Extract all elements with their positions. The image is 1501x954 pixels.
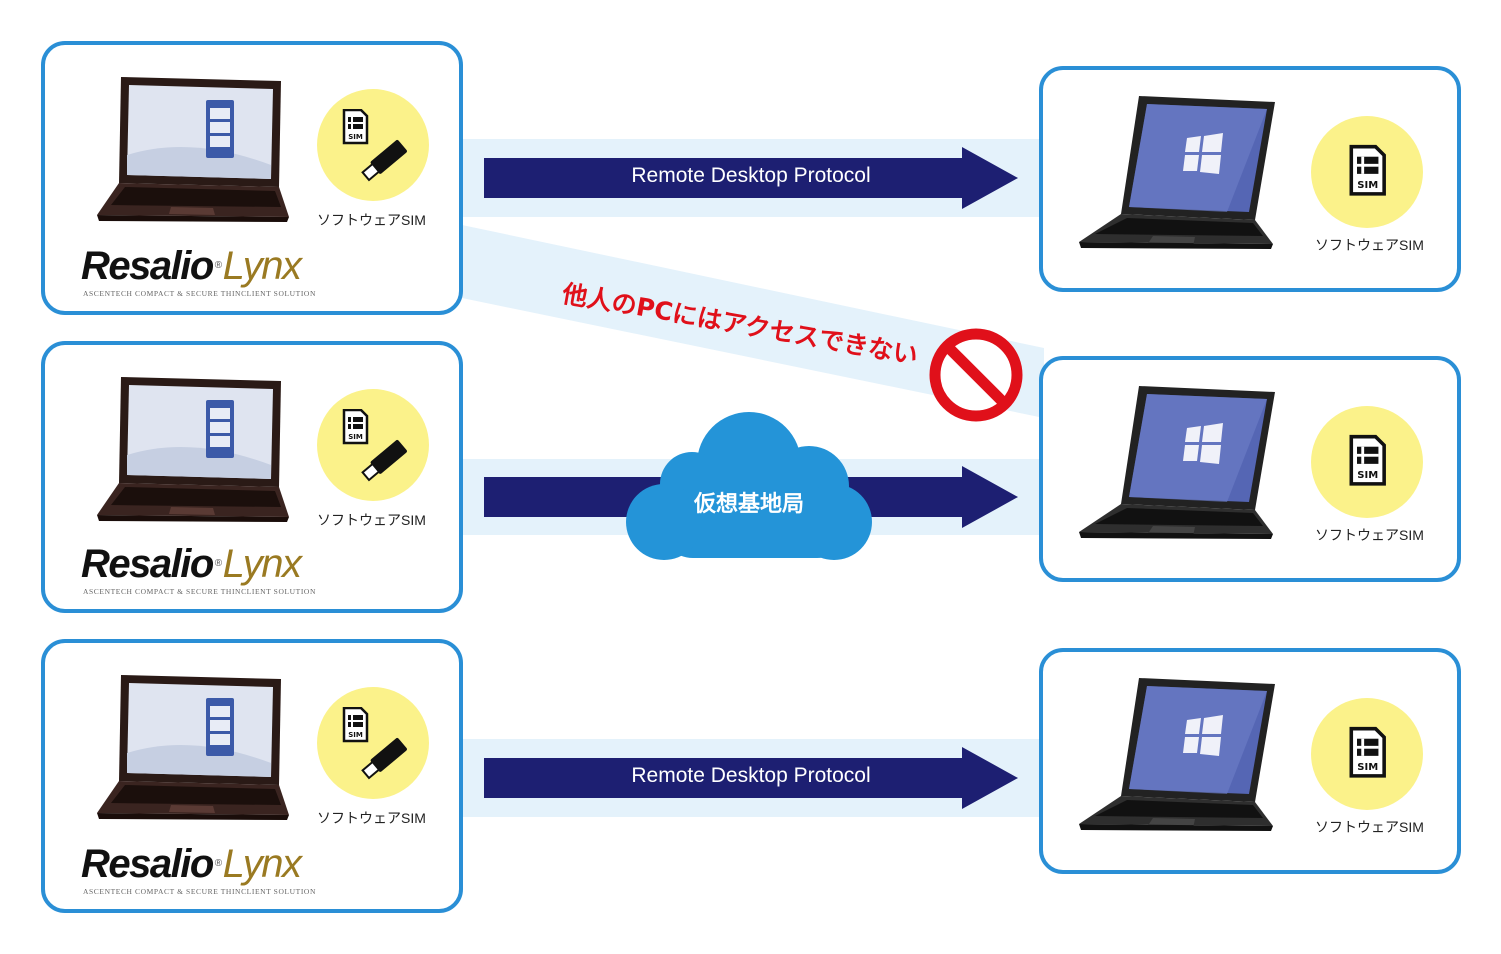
sim-badge: SIM <box>1311 406 1423 518</box>
windows-laptop <box>1079 96 1275 249</box>
sim-badge: SIM <box>1311 116 1423 228</box>
svg-text:SIM: SIM <box>1357 470 1378 481</box>
client-card-1: SIM ソフトウェアSIM Resalio®Lynx Ascentech Com… <box>41 41 463 315</box>
resalio-lynx-logo: Resalio®Lynx Ascentech Compact & Secure … <box>81 244 316 298</box>
sim-label: ソフトウェアSIM <box>1315 527 1424 543</box>
virtual-base-station-label: 仮想基地局 <box>693 492 804 517</box>
sim-label: ソフトウェアSIM <box>1315 819 1424 835</box>
sim-usb-badge: SIM <box>317 687 429 799</box>
sim-label: ソフトウェアSIM <box>317 810 426 826</box>
svg-text:SIM: SIM <box>1357 180 1378 191</box>
sim-card-icon: SIM <box>1349 726 1386 778</box>
server-card-3: SIM ソフトウェアSIM <box>1039 648 1461 874</box>
sim-usb-badge: SIM <box>317 389 429 501</box>
server-card-2: SIM ソフトウェアSIM <box>1039 356 1461 582</box>
thin-client-laptop <box>97 77 289 222</box>
windows-laptop <box>1079 678 1275 831</box>
svg-text:SIM: SIM <box>1357 762 1378 773</box>
resalio-lynx-logo: Resalio®Lynx Ascentech Compact & Secure … <box>81 542 316 596</box>
client-card-3: SIM ソフトウェアSIM Resalio®Lynx Ascentech Com… <box>41 639 463 913</box>
sim-label: ソフトウェアSIM <box>317 512 426 528</box>
resalio-lynx-logo: Resalio®Lynx Ascentech Compact & Secure … <box>81 842 316 896</box>
cloud-icon <box>626 412 872 560</box>
sim-card-icon: SIM <box>1349 434 1386 486</box>
svg-text:SIM: SIM <box>348 433 363 441</box>
usb-stick-icon <box>361 140 407 182</box>
sim-badge: SIM <box>1311 698 1423 810</box>
sim-card-icon: SIM <box>342 409 369 445</box>
windows-laptop <box>1079 386 1275 539</box>
no-entry-icon <box>929 328 1023 422</box>
thin-client-laptop <box>97 675 289 820</box>
usb-stick-icon <box>361 738 407 780</box>
sim-card-icon: SIM <box>1349 144 1386 196</box>
windows-icon <box>1183 715 1223 756</box>
windows-icon <box>1183 423 1223 464</box>
sim-card-icon: SIM <box>342 707 369 743</box>
sim-usb-badge: SIM <box>317 89 429 201</box>
client-card-2: SIM ソフトウェアSIM Resalio®Lynx Ascentech Com… <box>41 341 463 613</box>
windows-icon <box>1183 133 1223 174</box>
rdp-arrow-bottom <box>484 747 1018 809</box>
svg-text:SIM: SIM <box>348 133 363 141</box>
sim-label: ソフトウェアSIM <box>317 212 426 228</box>
sim-label: ソフトウェアSIM <box>1315 237 1424 253</box>
server-card-1: SIM ソフトウェアSIM <box>1039 66 1461 292</box>
rdp-arrow-top <box>484 147 1018 209</box>
sim-card-icon: SIM <box>342 109 369 145</box>
rdp-label-bottom: Remote Desktop Protocol <box>631 764 871 787</box>
thin-client-laptop <box>97 377 289 522</box>
svg-text:SIM: SIM <box>348 731 363 739</box>
usb-stick-icon <box>361 440 407 482</box>
rdp-label-top: Remote Desktop Protocol <box>631 164 871 187</box>
